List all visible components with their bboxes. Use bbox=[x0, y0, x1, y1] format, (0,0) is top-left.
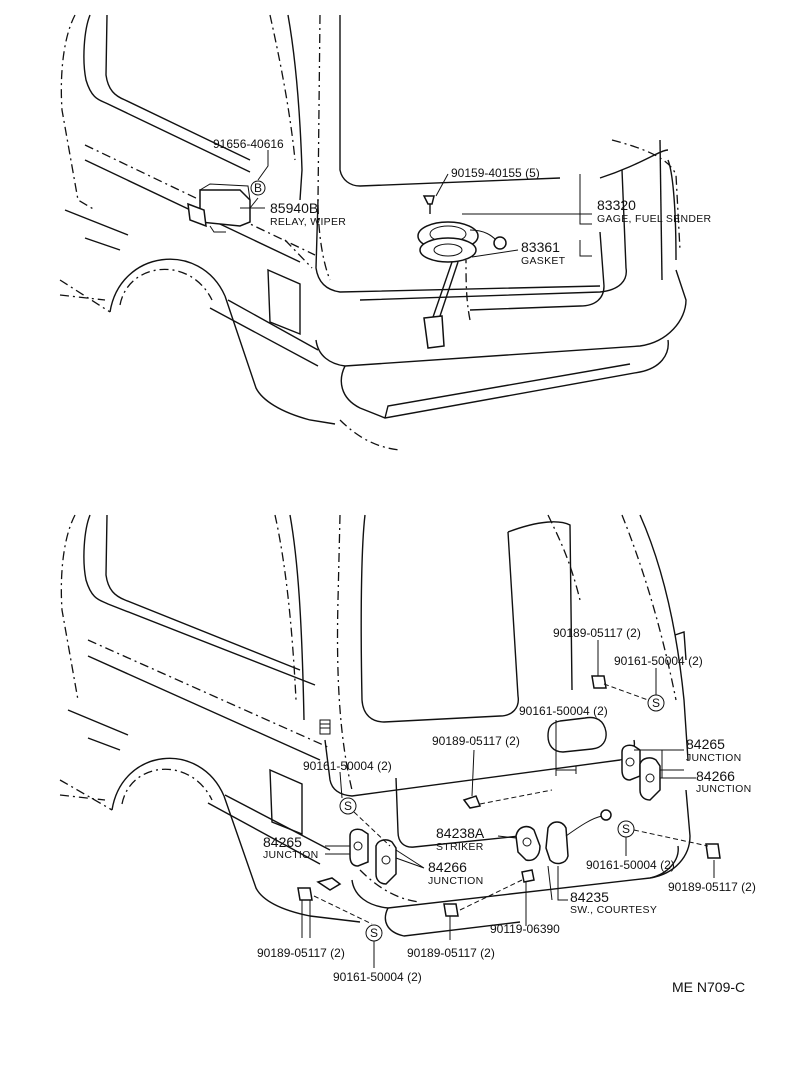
bottom-leaders bbox=[301, 640, 715, 968]
label-90161-50004-a: 90161-50004 (2) bbox=[614, 654, 703, 668]
label-90189-05117-d: 90189-05117 (2) bbox=[257, 946, 345, 960]
symbol-b-marker: B bbox=[250, 180, 266, 196]
relay-wiper-part bbox=[187, 183, 251, 233]
label-junction-r1: JUNCTION bbox=[686, 752, 741, 764]
symbol-s-4: S bbox=[370, 926, 378, 940]
label-gage-fuel-sender: GAGE, FUEL SENDER bbox=[597, 213, 712, 225]
symbol-s-3: S bbox=[622, 822, 630, 836]
junction-left-parts bbox=[349, 828, 397, 885]
label-striker: STRIKER bbox=[436, 841, 484, 853]
striker-part bbox=[515, 825, 541, 862]
label-90161-50004-d: 90161-50004 (2) bbox=[586, 858, 675, 872]
screw-parts bbox=[556, 766, 577, 774]
symbol-b-text: B bbox=[254, 181, 262, 195]
label-91656-40616: 91656-40616 bbox=[213, 137, 284, 151]
label-junction-l1: JUNCTION bbox=[263, 849, 318, 861]
label-90161-50004-e: 90161-50004 (2) bbox=[333, 970, 422, 984]
label-84238a: 84238A bbox=[436, 825, 485, 841]
label-90161-50004-c: 90161-50004 (2) bbox=[303, 759, 392, 773]
label-junction-r2: JUNCTION bbox=[696, 783, 751, 795]
label-junction-l2: JUNCTION bbox=[428, 875, 483, 887]
label-90189-05117-b: 90189-05117 (2) bbox=[432, 734, 520, 748]
label-90189-05117-c: 90189-05117 (2) bbox=[668, 880, 756, 894]
label-90189-05117-a: 90189-05117 (2) bbox=[553, 626, 641, 640]
junction-right-parts bbox=[621, 744, 661, 801]
label-gasket: GASKET bbox=[521, 255, 566, 267]
label-83320: 83320 bbox=[597, 197, 636, 213]
label-85940b: 85940B bbox=[270, 200, 318, 216]
label-84235: 84235 bbox=[570, 889, 609, 905]
label-84266-right: 84266 bbox=[696, 768, 735, 784]
label-84265-left: 84265 bbox=[263, 834, 302, 850]
drawing-code: ME N709-C bbox=[672, 979, 745, 995]
top-van-body bbox=[59, 14, 687, 451]
label-84266-left: 84266 bbox=[428, 859, 467, 875]
label-90159-40155: 90159-40155 (5) bbox=[451, 166, 540, 180]
label-84265-right: 84265 bbox=[686, 736, 725, 752]
screw-90159-part bbox=[422, 195, 435, 214]
label-90161-50004-b: 90161-50004 (2) bbox=[519, 704, 608, 718]
clip-parts bbox=[297, 675, 721, 917]
label-sw-courtesy: SW., COURTESY bbox=[570, 904, 657, 916]
label-83361: 83361 bbox=[521, 239, 560, 255]
symbol-s-2: S bbox=[344, 799, 352, 813]
label-90189-05117-e: 90189-05117 (2) bbox=[407, 946, 495, 960]
bottom-van-body bbox=[59, 514, 691, 937]
top-leaders bbox=[240, 150, 592, 258]
symbol-s-1: S bbox=[652, 696, 660, 710]
label-90119-06390: 90119-06390 bbox=[490, 922, 560, 936]
courtesy-switch-part bbox=[545, 809, 612, 865]
label-relay-wiper: RELAY, WIPER bbox=[270, 216, 346, 228]
fuel-sender-part bbox=[417, 221, 507, 349]
